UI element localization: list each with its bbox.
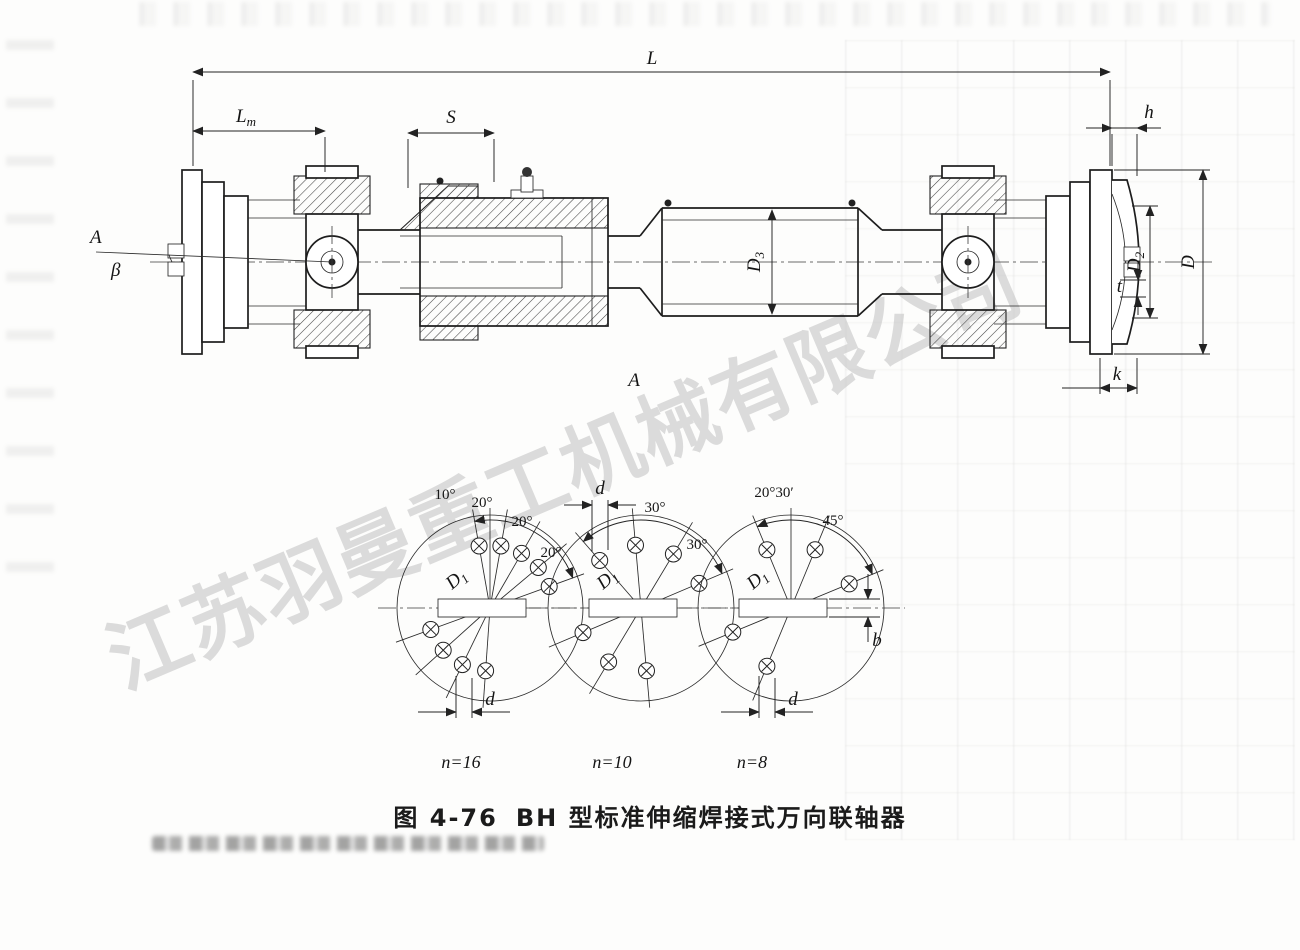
bleedthrough-top-row bbox=[140, 2, 1270, 26]
dim-k: k bbox=[1062, 358, 1138, 394]
grease-fitting-stem bbox=[520, 175, 534, 193]
weld-dot bbox=[848, 199, 856, 207]
label-L: L bbox=[646, 48, 658, 69]
angle-label: 30° bbox=[645, 500, 666, 516]
bolt-circle-3: 20°30′ 45° D1 b d n=8 bbox=[679, 485, 905, 772]
dim-S: S bbox=[407, 107, 495, 188]
label-D2: D2 bbox=[1124, 251, 1147, 273]
dim-h: h bbox=[1086, 102, 1161, 176]
spline-sleeve bbox=[398, 167, 609, 341]
bearing-cap-hatched bbox=[929, 175, 1007, 215]
angle-arc-1 bbox=[473, 515, 574, 579]
label-t: t bbox=[1117, 276, 1123, 297]
bearing-cap-hatched bbox=[293, 309, 371, 349]
label-D1: D1 bbox=[742, 565, 773, 596]
bleedthrough-table bbox=[845, 40, 1295, 840]
label-k: k bbox=[1113, 364, 1122, 385]
bleedthrough-bottom-text bbox=[152, 836, 544, 851]
label-b: b bbox=[872, 630, 882, 651]
view-arrow-A: A β bbox=[88, 227, 333, 281]
label-n16: n=16 bbox=[441, 752, 480, 772]
angle-label: 20°30′ bbox=[754, 485, 793, 501]
angle-label: 30° bbox=[687, 537, 708, 553]
bolt-circle-2: d 30° 30° D1 n=10 bbox=[529, 478, 755, 772]
hub-slot-1 bbox=[437, 598, 527, 618]
label-D3: D3 bbox=[744, 251, 767, 273]
angle-arc-2 bbox=[582, 519, 723, 575]
label-d: d bbox=[595, 478, 605, 499]
label-d: d bbox=[788, 689, 798, 710]
dim-b: b bbox=[829, 574, 882, 651]
dim-L: L bbox=[192, 48, 1111, 166]
label-n8: n=8 bbox=[737, 752, 767, 772]
left-flange bbox=[167, 169, 249, 355]
label-A-view: A bbox=[88, 227, 102, 248]
angle-label: 20° bbox=[512, 514, 533, 530]
angle-label: 20° bbox=[541, 545, 562, 561]
angle-arc-3 bbox=[756, 518, 873, 576]
angle-label: 20° bbox=[472, 495, 493, 511]
dim-d-2: d bbox=[564, 478, 636, 552]
figure-title: BH 型标准伸缩焊接式万向联轴器 bbox=[515, 804, 907, 832]
weld-dot bbox=[664, 199, 672, 207]
bolt-circle-1: 10° 20° 20° 20° D1 d n=16 bbox=[378, 487, 604, 772]
angle-label: 45° bbox=[823, 513, 844, 529]
label-D: D bbox=[1178, 255, 1199, 270]
figure-caption: 图 4-76 BH 型标准伸缩焊接式万向联轴器 bbox=[0, 798, 1300, 833]
hub-slot-3 bbox=[738, 598, 828, 618]
label-Lm: Lm bbox=[235, 106, 256, 129]
right-universal-joint bbox=[857, 165, 1048, 359]
dim-d-3: d bbox=[721, 676, 813, 718]
angle-label: 10° bbox=[435, 487, 456, 503]
dim-Lm: Lm bbox=[192, 106, 326, 172]
center-tube bbox=[608, 199, 859, 317]
label-A-section: A bbox=[626, 370, 640, 391]
label-beta: β bbox=[110, 260, 121, 281]
bearing-cap-hatched bbox=[929, 309, 1007, 349]
grease-fitting-head bbox=[522, 167, 532, 177]
shaft-assembly-drawing bbox=[150, 165, 1215, 359]
dim-D3: D3 bbox=[744, 209, 777, 315]
label-n10: n=10 bbox=[592, 752, 631, 772]
figure-number: 图 4-76 bbox=[393, 804, 498, 832]
dimensions: L Lm S h A bbox=[88, 48, 1210, 394]
label-D1: D1 bbox=[441, 565, 472, 596]
label-S: S bbox=[446, 107, 456, 128]
label-d: d bbox=[485, 689, 495, 710]
weld-dot bbox=[436, 177, 444, 185]
hub-slot-2 bbox=[588, 598, 678, 618]
dim-d-1: d bbox=[418, 676, 510, 718]
right-flange bbox=[1045, 169, 1141, 355]
dim-t: t bbox=[1117, 262, 1146, 315]
dim-D: D bbox=[1114, 169, 1210, 355]
bearing-cap-hatched bbox=[293, 175, 371, 215]
dim-D2: D2 bbox=[1124, 205, 1158, 319]
label-h: h bbox=[1144, 102, 1154, 123]
bleedthrough-left-margin bbox=[6, 40, 54, 600]
